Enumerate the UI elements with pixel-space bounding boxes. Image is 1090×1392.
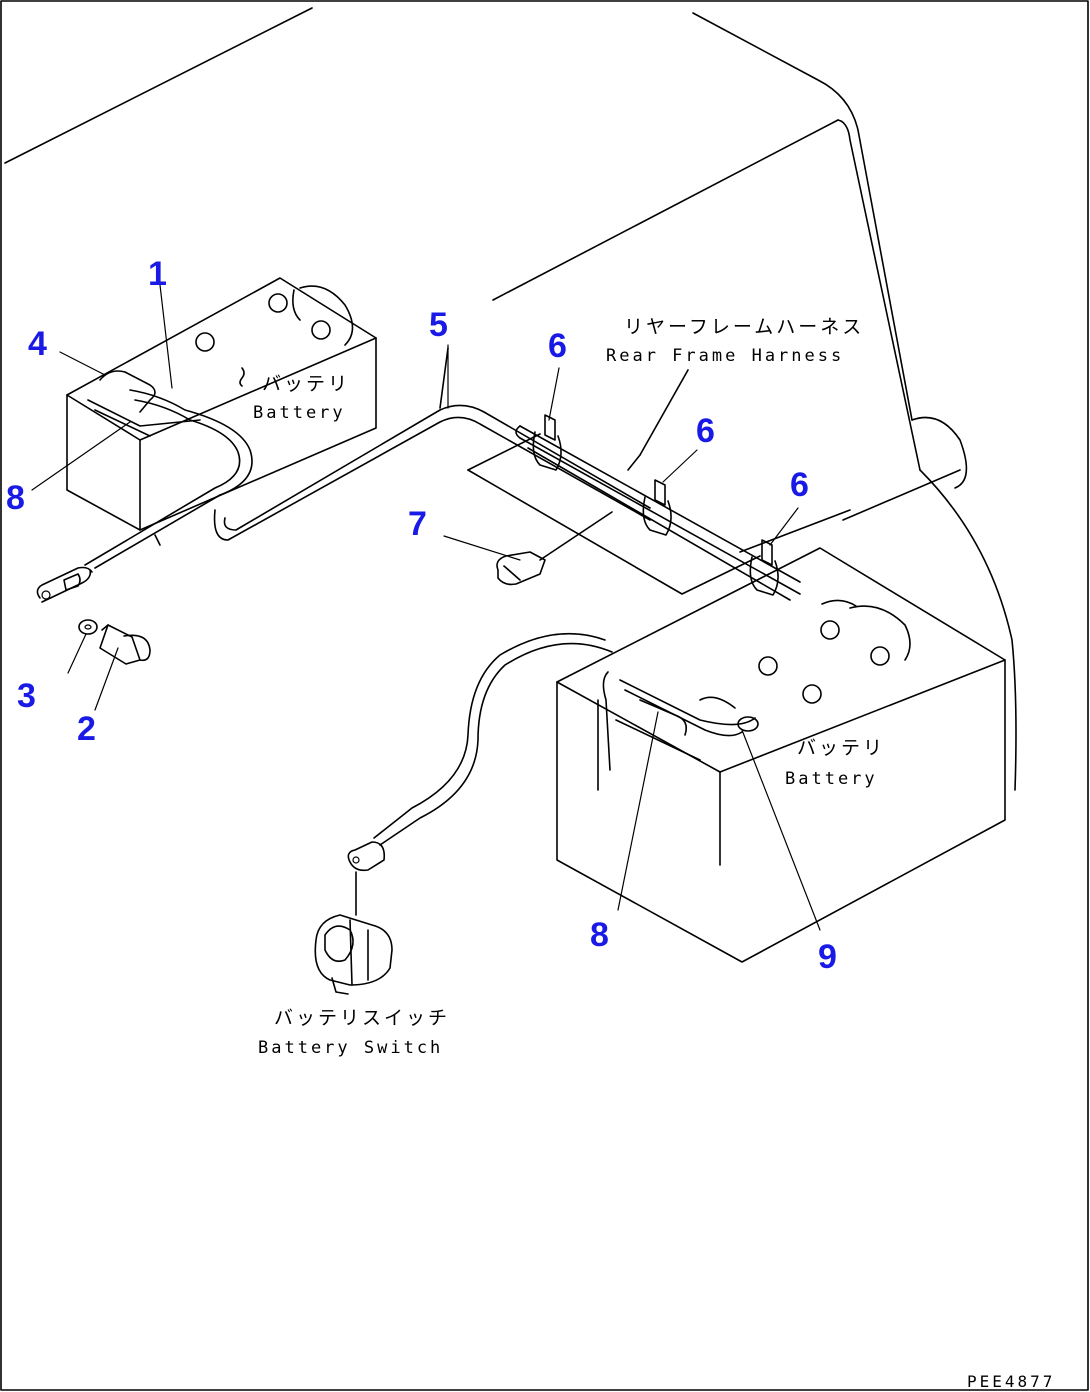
clamp-bolt	[496, 511, 613, 586]
battery-left	[66, 277, 377, 531]
battery-right-label-jp: バッテリ	[797, 737, 885, 759]
harness-label-en: Rear Frame Harness	[606, 346, 844, 366]
callout-1: 1	[148, 255, 167, 293]
leader-lines	[31, 284, 821, 931]
battery-left-label-en: Battery	[253, 403, 346, 423]
callout-7: 7	[408, 505, 427, 543]
battery-left-terminal	[84, 370, 253, 569]
clamp-2	[642, 479, 672, 536]
switch-cable	[373, 509, 851, 846]
callout-6-clamp-3: 6	[790, 466, 809, 504]
battery-cable	[213, 347, 651, 541]
clamp-3	[749, 539, 779, 596]
battery-left-label-jp: バッテリ	[262, 373, 350, 395]
bolt	[99, 624, 151, 665]
callout-9: 9	[818, 938, 837, 976]
callout-3: 3	[17, 677, 36, 715]
clamp-1	[532, 414, 562, 471]
switch-terminal	[347, 841, 386, 916]
callout-4: 4	[28, 325, 47, 363]
battery-switch-label-jp: バッテリスイッチ	[274, 1007, 450, 1029]
callout-5: 5	[429, 306, 448, 344]
washer	[78, 619, 98, 635]
harness-label-jp: リヤーフレームハーネス	[624, 316, 864, 338]
battery-right-label-en: Battery	[785, 769, 878, 789]
battery-switch-label-en: Battery Switch	[258, 1038, 443, 1058]
battery-right	[556, 547, 1006, 963]
machine-frame-outline	[4, 7, 1017, 791]
battery-switch	[314, 914, 393, 995]
callout-6-clamp-1: 6	[548, 327, 567, 365]
drawing-code: PEE4877	[967, 1372, 1055, 1391]
ground-terminal	[36, 566, 93, 603]
callout-8-left: 8	[6, 479, 25, 517]
rear-frame-harness	[467, 369, 801, 601]
callout-8-right: 8	[590, 916, 609, 954]
callout-6-clamp-2: 6	[696, 412, 715, 450]
callout-2: 2	[77, 710, 96, 748]
battery-right-terminal	[602, 671, 759, 771]
